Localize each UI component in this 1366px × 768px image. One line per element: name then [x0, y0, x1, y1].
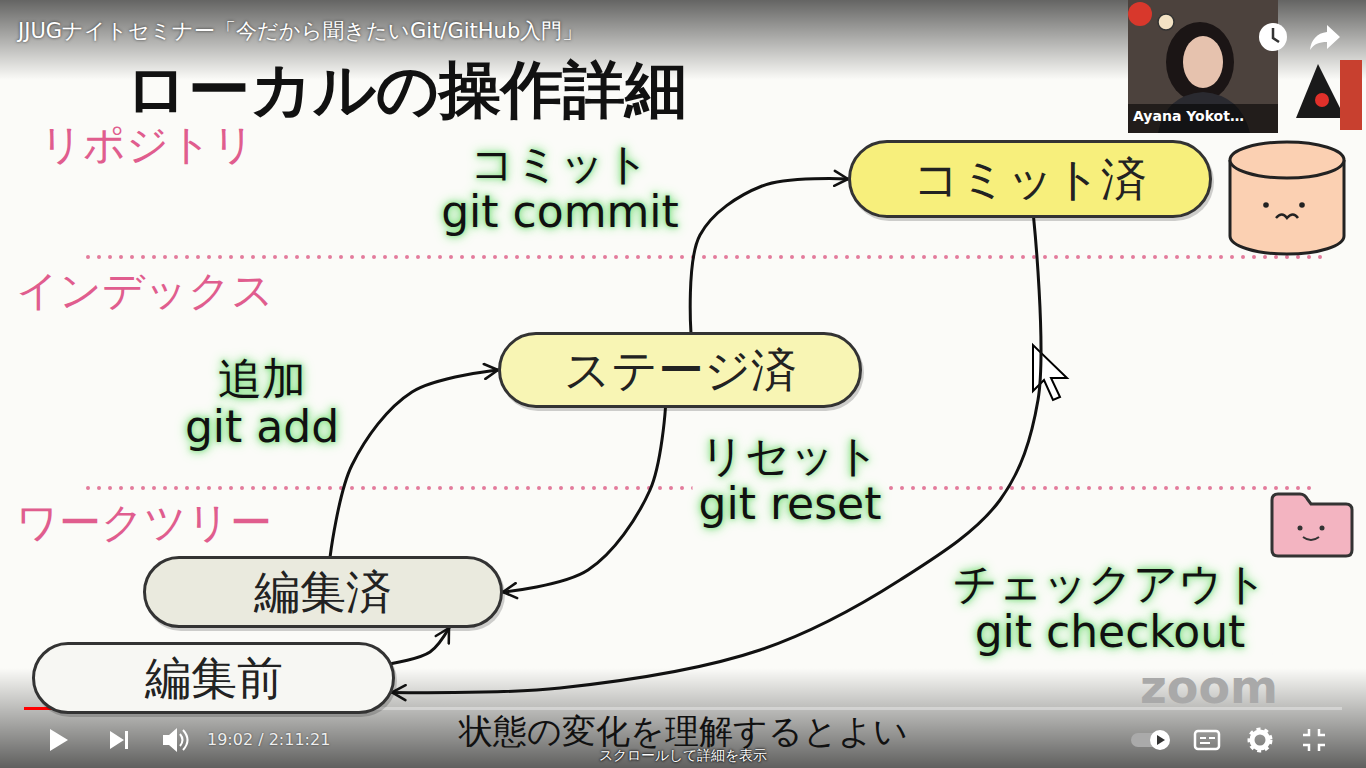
volume-waves	[180, 730, 188, 750]
command-label: コミット git commit	[435, 140, 685, 237]
mascot-body	[1296, 64, 1345, 118]
mouth	[1276, 215, 1298, 219]
next-button	[110, 731, 124, 749]
mouth	[1303, 537, 1319, 540]
state-box: 編集前	[32, 642, 395, 714]
transition-arrow	[330, 370, 498, 556]
slide-title: ローカルの操作詳細	[125, 56, 687, 124]
command-label: リセット git reset	[693, 432, 888, 529]
transition-arrow	[690, 179, 848, 332]
mascot-head	[1128, 2, 1152, 26]
command-label: チェックアウト git checkout	[947, 560, 1274, 657]
mascot-robe	[1340, 60, 1362, 130]
state-box: コミット済	[848, 140, 1212, 218]
watermark: zoom	[1140, 662, 1278, 713]
hair	[1166, 22, 1234, 102]
scroll-hint: スクロールして詳細を表示	[599, 748, 767, 763]
autoplay-knob	[1150, 730, 1170, 750]
worktree-folder-icon	[1272, 494, 1352, 556]
subtitles-icon	[1195, 731, 1219, 749]
zone-label: リポジトリ	[40, 122, 255, 168]
repository-icon	[1230, 142, 1344, 254]
subtitles-lines	[1200, 738, 1215, 743]
zone-label: インデックス	[16, 268, 274, 314]
eye	[1320, 526, 1325, 531]
cylinder-top	[1230, 142, 1344, 178]
zone-label: ワークツリー	[16, 500, 272, 546]
eye	[1263, 202, 1269, 208]
participant-name: Ayana Yokot…	[1133, 109, 1244, 124]
play-button	[50, 729, 68, 751]
settings-teeth	[1249, 729, 1271, 751]
state-name: 編集済	[254, 566, 392, 619]
watch-later-icon	[1259, 23, 1287, 51]
state-box: ステージ済	[498, 332, 862, 408]
face	[1183, 36, 1223, 88]
fullscreen-icon	[1303, 729, 1325, 751]
share-icon	[1310, 25, 1340, 50]
autoplay-play	[1157, 735, 1165, 745]
command-label: 追加 git add	[179, 355, 346, 452]
webcam-background	[1128, 0, 1278, 133]
transition-arrow	[503, 408, 665, 592]
name-bar	[1128, 104, 1278, 133]
state-box: 編集済	[143, 556, 503, 628]
state-name: 編集前	[145, 652, 283, 705]
clock-face	[1259, 23, 1287, 51]
mascot-face	[1158, 14, 1174, 30]
clock-hands	[1273, 28, 1279, 42]
settings-icon	[1252, 732, 1268, 748]
state-name: コミット済	[913, 153, 1147, 206]
eye	[1299, 202, 1305, 208]
video-title: JJUGナイトセミナー「今だから聞きたいGit/GitHub入門」	[18, 20, 583, 43]
transition-arrow	[392, 628, 449, 664]
slide-caption: 状態の変化を理解するとよい	[459, 713, 908, 750]
time-display: 19:02 / 2:11:21	[207, 731, 330, 749]
webcam-shade	[1128, 0, 1278, 133]
mascot-decoration	[1128, 2, 1362, 130]
eye	[1298, 526, 1303, 531]
mascot-nose	[1315, 93, 1329, 107]
state-name: ステージ済	[564, 344, 797, 397]
volume-icon	[163, 728, 177, 752]
zone-divider	[88, 255, 1322, 259]
transition-arrow	[392, 218, 1041, 693]
webcam-thumbnail	[1128, 0, 1278, 133]
next-button-bar	[125, 731, 128, 749]
folder-shape	[1272, 494, 1352, 556]
